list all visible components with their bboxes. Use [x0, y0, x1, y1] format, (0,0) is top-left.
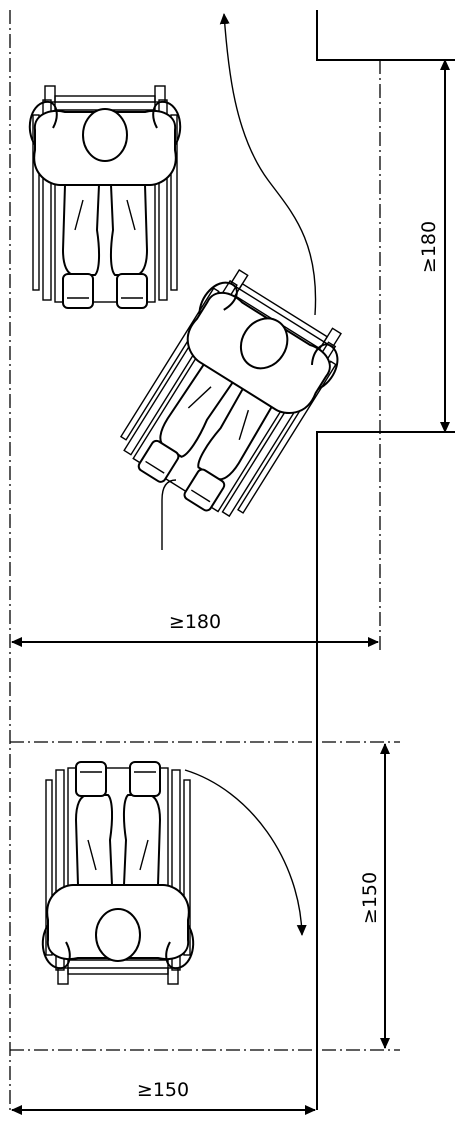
dimension-turning-depth: ≥150	[359, 743, 390, 1049]
upper-wall-recess-top	[316, 10, 455, 61]
path-arrow-upper	[219, 13, 317, 316]
dimension-recess-length: ≥180	[418, 59, 450, 433]
wheelchair-user-facing-up	[28, 85, 182, 309]
svg-text:≥150: ≥150	[137, 1079, 189, 1101]
dimension-turning-width: ≥150	[11, 1079, 316, 1115]
path-tail-lower	[161, 479, 177, 550]
svg-text:≥180: ≥180	[169, 611, 221, 633]
svg-text:≥150: ≥150	[359, 872, 381, 924]
turn-arrow	[184, 769, 307, 936]
dimension-corridor-width: ≥180	[11, 611, 379, 647]
wheelchair-user-facing-down	[41, 761, 195, 985]
svg-text:≥180: ≥180	[418, 221, 440, 273]
